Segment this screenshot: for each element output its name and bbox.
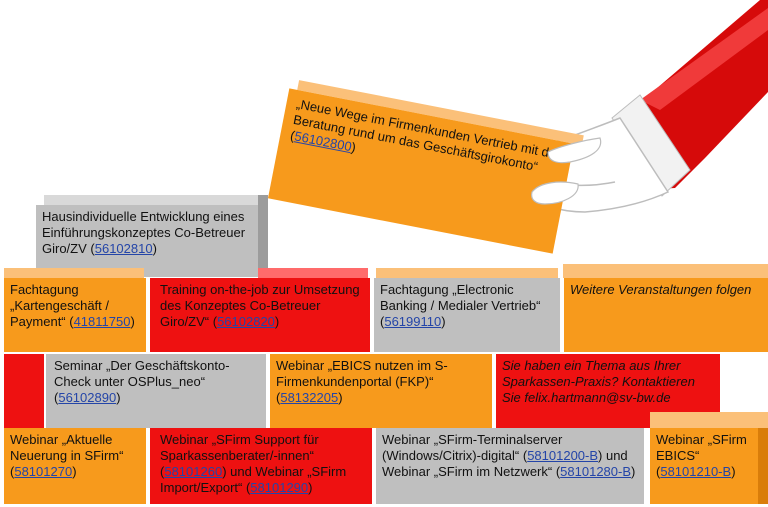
brick-top — [376, 268, 558, 278]
brick-suffix: ) — [72, 464, 77, 479]
course-code-link[interactable]: 41811750 — [73, 314, 131, 329]
course-code-link[interactable]: 58101280-B — [560, 464, 632, 479]
course-code-link[interactable]: 58101200-B — [527, 448, 599, 463]
brick-text: Hausindividuelle Entwicklung eines Einfü… — [42, 209, 246, 256]
brick-text: Webinar „SFirm EBICS“ ( — [656, 432, 747, 479]
course-code-link[interactable]: 58132205 — [280, 390, 339, 405]
brick-top — [563, 264, 768, 278]
course-code-link[interactable]: 56199110 — [384, 314, 442, 329]
brick-suffix: ) — [731, 464, 736, 479]
brick-text-middle: ) und Webinar „SFirm im Netzwerk“ ( — [382, 448, 628, 479]
brick-top — [44, 195, 258, 207]
brick-thema-kontakt: Sie haben ein Thema aus Ihrer Sparkassen… — [496, 354, 720, 428]
brick-text: Fachtagung „Electronic Banking / Mediale… — [380, 282, 541, 329]
brick-suffix: ) — [116, 390, 121, 405]
course-code-link[interactable]: 58101260 — [164, 464, 223, 479]
brick-side — [258, 195, 268, 277]
brick-suffix: ) — [308, 480, 313, 495]
brick-text: Sie haben ein Thema aus Ihrer Sparkassen… — [502, 358, 695, 405]
brick-text: Weitere Veranstaltungen folgen — [570, 282, 752, 297]
brick-sfirm-ebics: Webinar „SFirm EBICS“ (58101210-B) — [650, 428, 758, 504]
brick-seminar-geschaeftskonto: Seminar „Der Geschäftskonto-Check unter … — [46, 354, 266, 428]
brick-hausindividuelle: Hausindividuelle Entwicklung eines Einfü… — [36, 205, 258, 277]
course-code-link[interactable]: 56102820 — [217, 314, 275, 329]
brick-top — [4, 268, 144, 278]
brick-text: Webinar „Aktuelle Neuerung in SFirm“ ( — [10, 432, 124, 479]
brick-text: Seminar „Der Geschäftskonto-Check unter … — [54, 358, 230, 405]
brick-suffix: ) — [441, 314, 446, 329]
brick-ebics-webinar: Webinar „EBICS nutzen im S-Firmenkundenp… — [270, 354, 492, 428]
brick-kartengeschaeft: Fachtagung „Kartengeschäft / Payment“ (4… — [4, 278, 146, 352]
course-code-link[interactable]: 56102890 — [58, 390, 117, 405]
brick-sfirm-terminalserver: Webinar „SFirm-Terminalserver (Windows/C… — [376, 428, 644, 504]
course-code-link[interactable]: 58101290 — [250, 480, 309, 495]
brick-text: Training on-the-job zur Umsetzung des Ko… — [160, 282, 360, 329]
brick-red-filler — [4, 354, 44, 428]
brick-weitere-veranstaltungen: Weitere Veranstaltungen folgen — [564, 278, 768, 352]
brick-suffix: ) — [338, 390, 343, 405]
brick-suffix: ) — [274, 314, 280, 329]
brick-training: Training on-the-job zur Umsetzung des Ko… — [150, 278, 370, 352]
brick-electronic-banking: Fachtagung „Electronic Banking / Mediale… — [374, 278, 560, 352]
course-code-link[interactable]: 58101270 — [14, 464, 73, 479]
brick-text: Webinar „SFirm Support für Sparkassenber… — [160, 432, 319, 479]
brick-suffix: ) — [130, 314, 135, 329]
brick-top — [258, 268, 368, 280]
brick-sfirm-support: Webinar „SFirm Support für Sparkassenber… — [150, 428, 372, 504]
course-code-link[interactable]: 58101210-B — [660, 464, 732, 479]
brick-suffix: ) — [152, 241, 157, 256]
brick-suffix: ) — [631, 464, 636, 479]
brick-side — [758, 428, 768, 504]
course-code-link[interactable]: 56102810 — [94, 241, 153, 256]
brick-text: Webinar „SFirm-Terminalserver (Windows/C… — [382, 432, 563, 463]
brick-top — [650, 412, 768, 428]
brick-aktuelle-neuerung: Webinar „Aktuelle Neuerung in SFirm“ (58… — [4, 428, 146, 504]
brick-text: Webinar „EBICS nutzen im S-Firmenkundenp… — [276, 358, 448, 405]
brick-text: Fachtagung „Kartengeschäft / Payment“ ( — [10, 282, 109, 329]
brick-text-middle: ) und Webinar „SFirm Import/Export“ ( — [160, 464, 347, 495]
